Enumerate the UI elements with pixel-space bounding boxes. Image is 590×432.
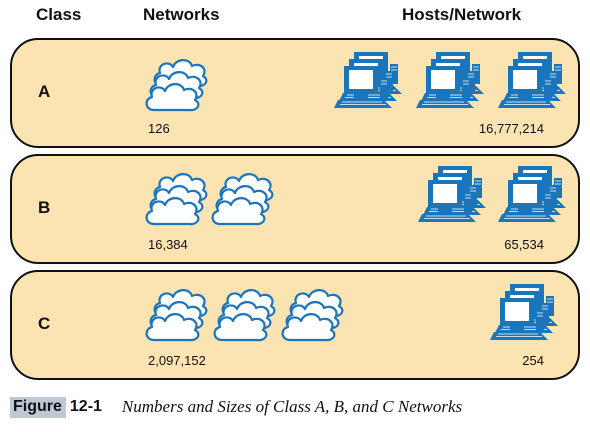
- computer-stack-icon: [414, 50, 488, 112]
- computer-stack-icon: [416, 164, 490, 226]
- computer-stack-icon: [332, 50, 406, 112]
- networks-column-header: Networks: [143, 5, 220, 24]
- hosts-per-network-column-header: Hosts/Network: [402, 5, 522, 24]
- cloud-stack-icon: [210, 286, 278, 344]
- class-label: A: [38, 82, 51, 101]
- computer-stack-icon: [488, 282, 562, 344]
- computer-stack-icon: [496, 164, 570, 226]
- class-a-panel: A 126 16,777,214: [10, 38, 580, 148]
- class-c-panel: C 2,097,152 254: [10, 270, 580, 380]
- network-count: 126: [148, 121, 170, 136]
- network-count: 2,097,152: [148, 353, 206, 368]
- cloud-stack-icon: [142, 170, 210, 228]
- hosts-per-network-count: 65,534: [504, 237, 544, 252]
- class-label: C: [38, 314, 51, 333]
- figure-label: Figure: [10, 396, 66, 418]
- cloud-stack-icon: [142, 56, 210, 114]
- cloud-stack-icon: [278, 286, 346, 344]
- cloud-stack-icon: [142, 286, 210, 344]
- network-count: 16,384: [148, 237, 188, 252]
- computer-stack-icon: [496, 50, 570, 112]
- figure-caption: Figure 12-1 Numbers and Sizes of Class A…: [10, 395, 462, 419]
- hosts-per-network-count: 16,777,214: [478, 121, 544, 136]
- figure-title: Numbers and Sizes of Class A, B, and C N…: [121, 397, 463, 416]
- class-label: B: [38, 198, 51, 217]
- hosts-per-network-count: 254: [522, 353, 544, 368]
- class-column-header: Class: [36, 5, 82, 24]
- figure-number: 12-1: [69, 398, 102, 415]
- cloud-stack-icon: [208, 170, 276, 228]
- class-b-panel: B 16,384 65,534: [10, 154, 580, 264]
